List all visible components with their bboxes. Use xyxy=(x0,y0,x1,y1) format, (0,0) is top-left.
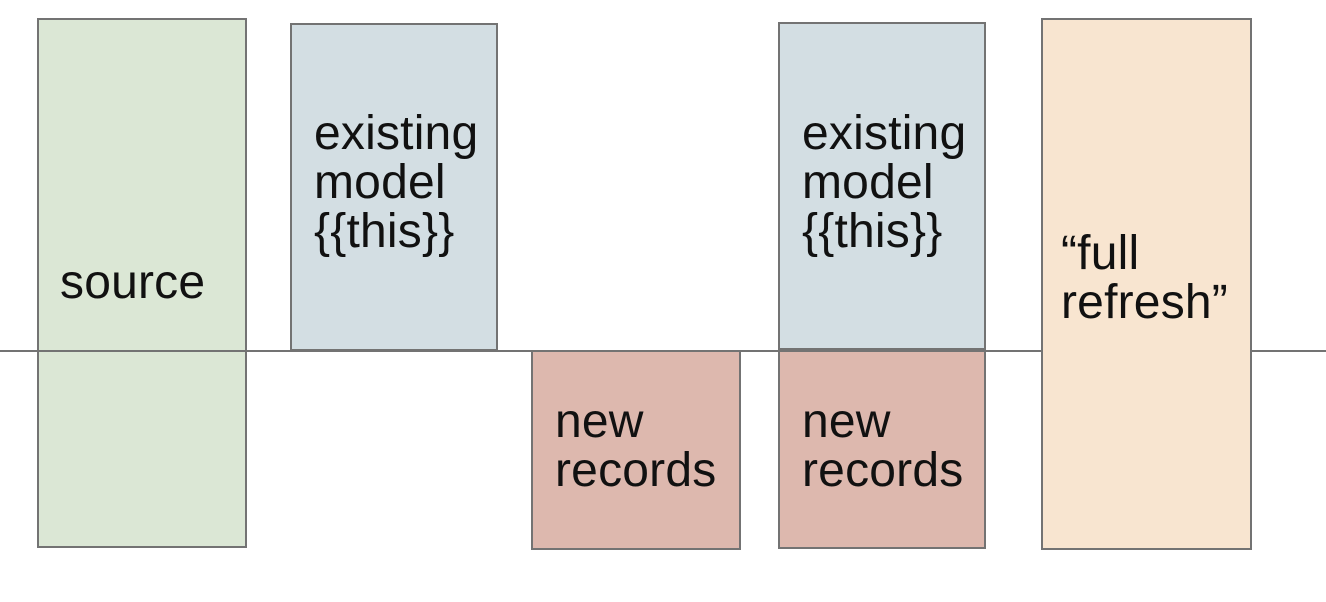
label-line: existing xyxy=(802,107,967,160)
box-source-label: source xyxy=(60,258,205,307)
box-new-records-2: new records xyxy=(778,350,986,549)
label-line: model xyxy=(802,156,934,209)
label-line: model xyxy=(314,156,446,209)
label-line: new xyxy=(555,395,644,448)
box-full-refresh-label: “full refresh” xyxy=(1061,229,1228,327)
box-full-refresh: “full refresh” xyxy=(1041,18,1252,550)
box-new-records-2-label: new records xyxy=(802,397,963,495)
box-existing-model-2-label: existing model {{this}} xyxy=(802,109,966,256)
label-line: existing xyxy=(314,107,479,160)
box-new-records-1: new records xyxy=(531,350,741,550)
box-existing-model-2: existing model {{this}} xyxy=(778,22,986,350)
box-new-records-1-label: new records xyxy=(555,397,716,495)
box-source: source xyxy=(37,18,247,548)
label-line: refresh” xyxy=(1061,276,1228,329)
label-line: records xyxy=(555,444,717,497)
box-existing-model-1: existing model {{this}} xyxy=(290,23,498,351)
label-line: {{this}} xyxy=(802,205,943,258)
label-line: “full xyxy=(1061,227,1140,280)
label-line: {{this}} xyxy=(314,205,455,258)
label-line: new xyxy=(802,395,891,448)
box-existing-model-1-label: existing model {{this}} xyxy=(314,109,478,256)
label-line: records xyxy=(802,444,964,497)
box-source-label-line: source xyxy=(60,256,206,309)
